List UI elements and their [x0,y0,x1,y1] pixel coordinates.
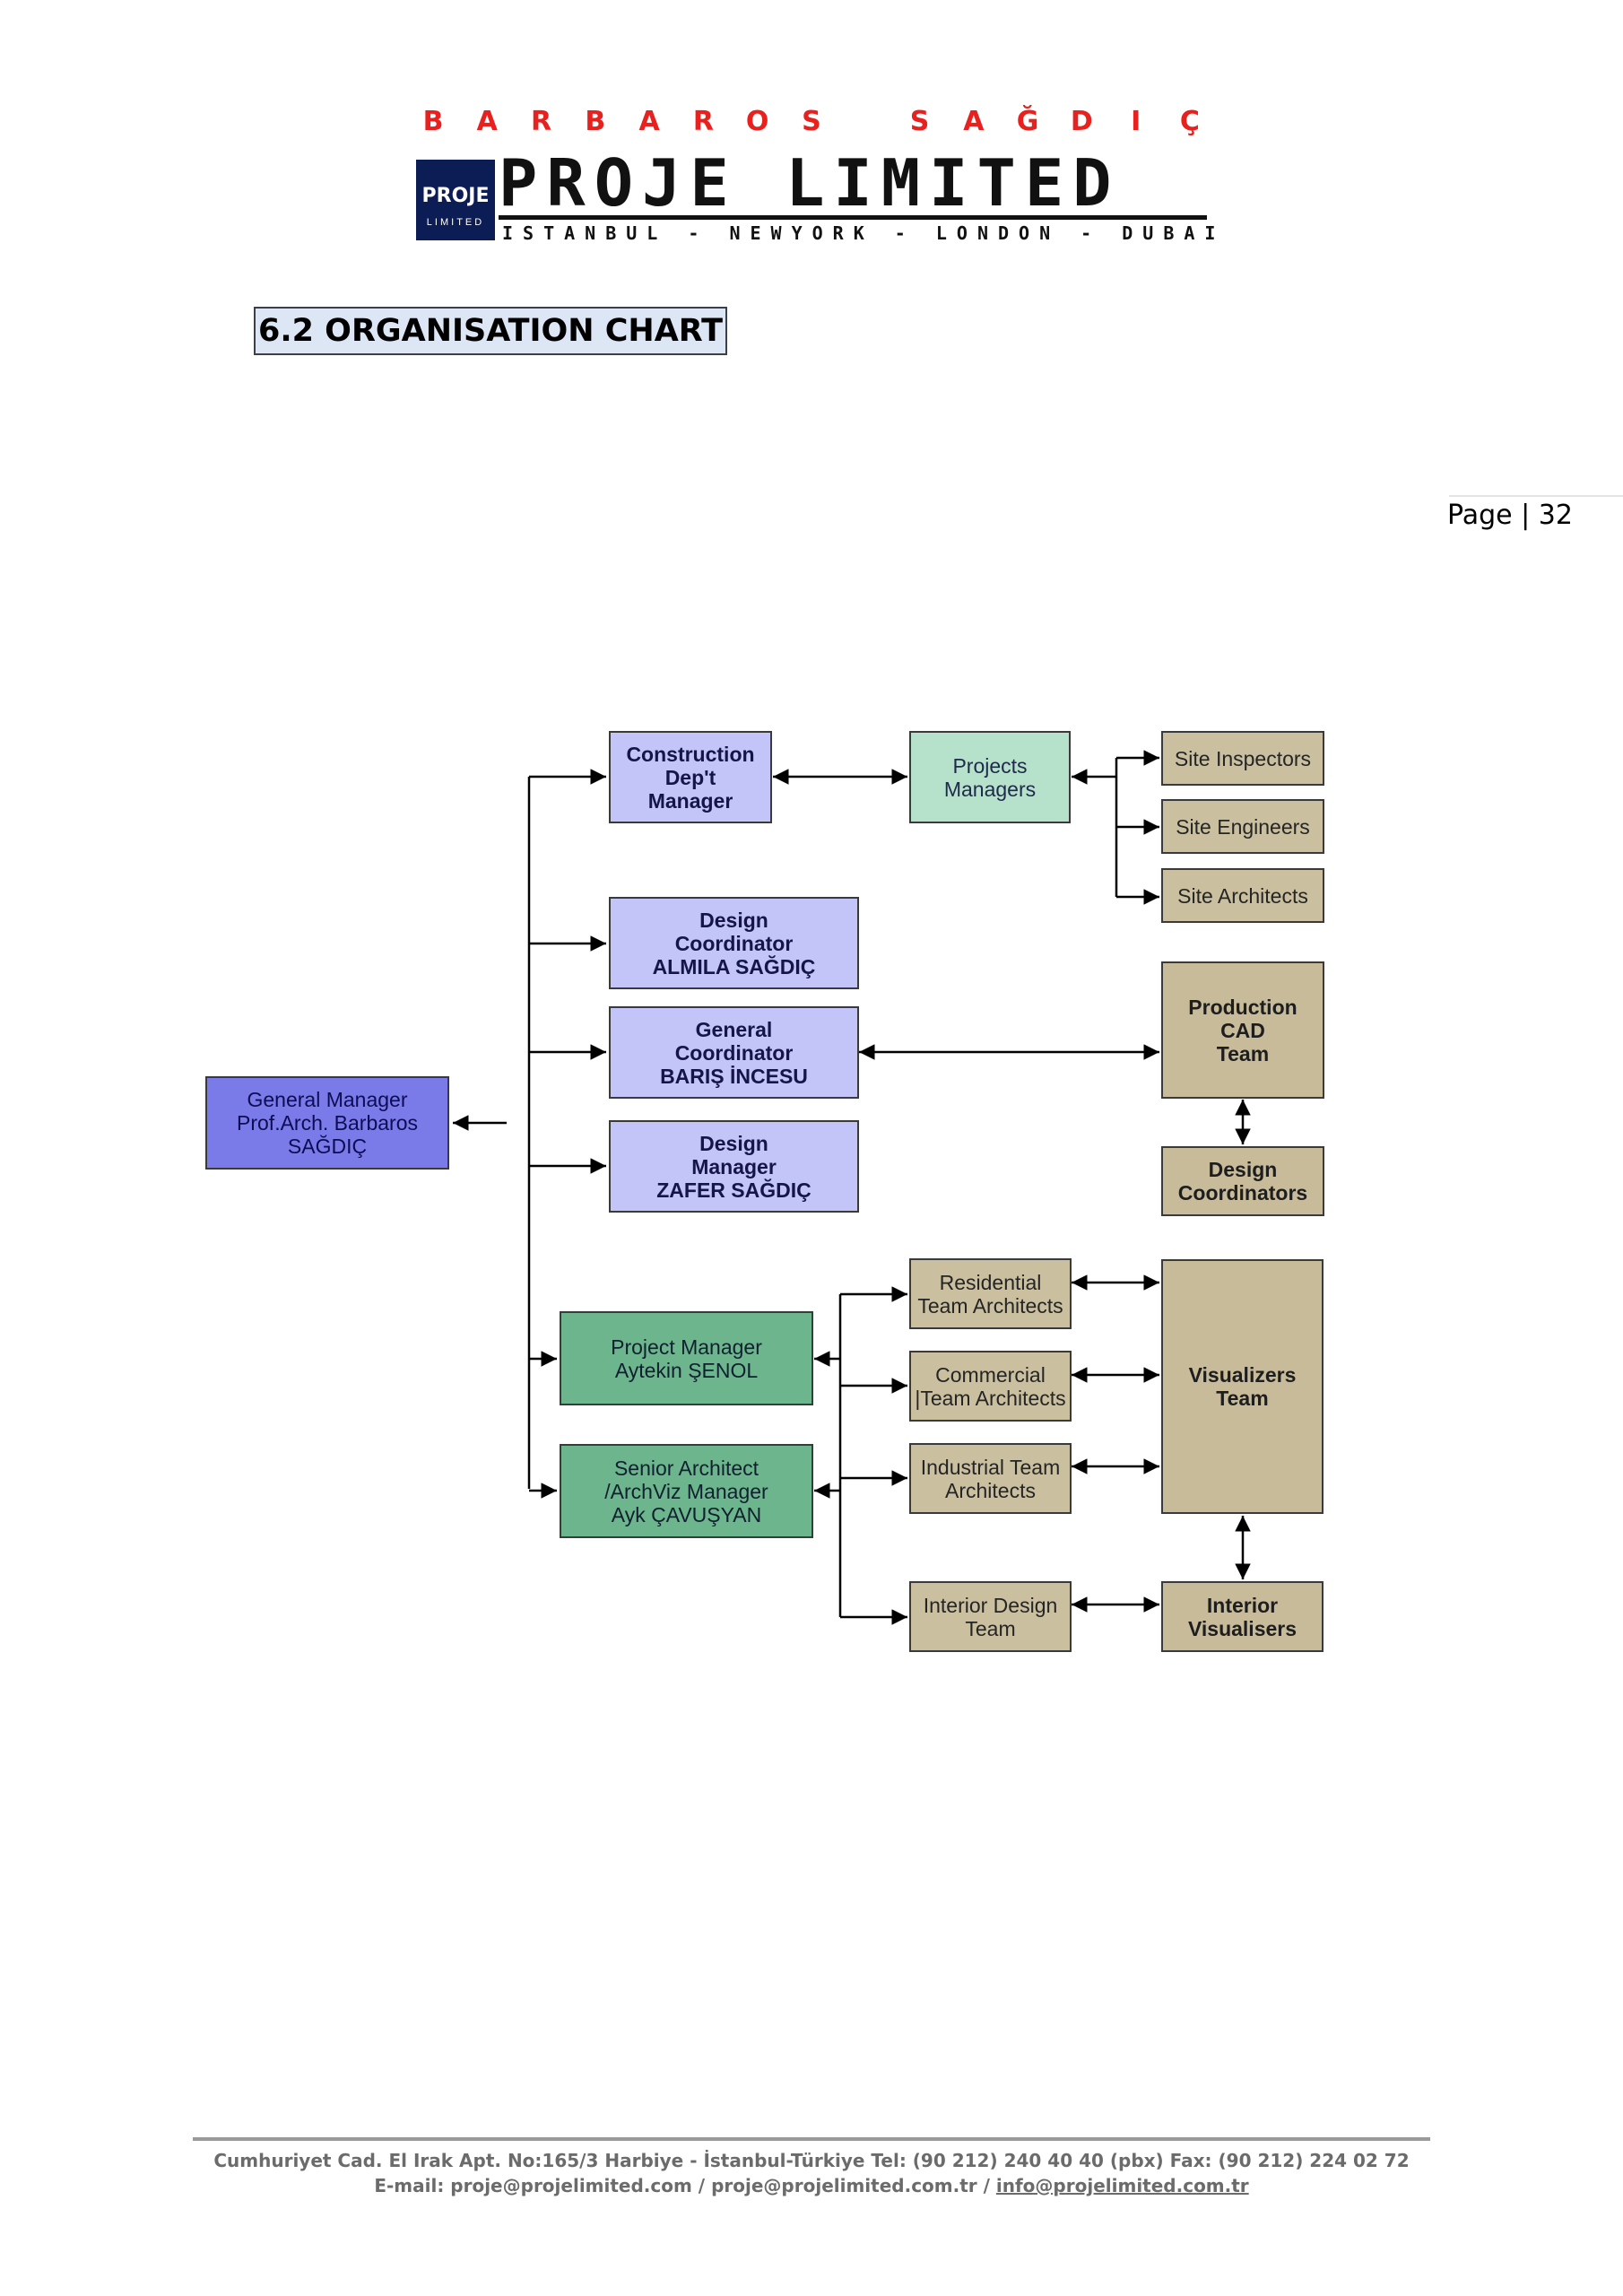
brand-letter: I [1131,106,1141,137]
footer-rule [193,2137,1430,2141]
brand-letter: B [585,106,606,137]
box-project-manager: Project Manager Aytekin ŞENOL [560,1311,813,1405]
box-site-architects: Site Architects [1161,868,1324,923]
company-cities: ISTANBUL - NEWYORK - LONDON - DUBAI [502,222,1226,244]
brand-letter: B [422,106,444,137]
brand-letter: A [476,106,498,137]
brand-letter: S [909,106,930,137]
box-residential-team: Residential Team Architects [909,1258,1072,1329]
box-visualizers-team: Visualizers Team [1161,1259,1324,1514]
brand-letter: S [802,106,821,137]
brand-letter: Ğ [1016,106,1039,137]
box-general-coordinator: General Coordinator BARIŞ İNCESU [609,1006,859,1099]
brand-letter: A [963,106,985,137]
box-site-engineers: Site Engineers [1161,799,1324,854]
box-site-inspectors: Site Inspectors [1161,731,1324,786]
box-construction-manager: Construction Dep't Manager [609,731,772,823]
logo-badge: PROJE LIMITED [416,160,495,240]
footer-email-link[interactable]: info@projelimited.com.tr [995,2175,1249,2196]
box-general-manager: General Manager Prof.Arch. Barbaros SAĞD… [205,1076,449,1170]
box-senior-architect: Senior Architect /ArchViz Manager Ayk ÇA… [560,1444,813,1538]
brand-letter: D [1070,106,1093,137]
brand-letter: R [531,106,552,137]
logo-badge-line2: LIMITED [426,217,485,228]
brand-letter: R [692,106,714,137]
box-design-manager: Design Manager ZAFER SAĞDIÇ [609,1120,859,1213]
brand-letter: Ç [1179,106,1200,137]
brand-letter: O [745,106,769,137]
section-title: 6.2 ORGANISATION CHART [254,307,728,355]
box-design-coordinators: Design Coordinators [1161,1146,1324,1216]
page-number-rule [1449,495,1623,497]
footer-emails: E-mail: proje@projelimited.com / proje@p… [0,2175,1623,2196]
footer-email-list: E-mail: proje@projelimited.com / proje@p… [374,2175,996,2196]
logo-divider [499,215,1207,220]
box-industrial-team: Industrial Team Architects [909,1443,1072,1514]
brand-letter: A [638,106,660,137]
footer-address: Cumhuriyet Cad. El Irak Apt. No:165/3 Ha… [213,2150,1410,2171]
box-design-coordinator: Design Coordinator ALMILA SAĞDIÇ [609,897,859,989]
logo-badge-line1: PROJE [421,185,490,207]
company-name: PROJE LIMITED [499,145,1121,221]
page-number: Page | 32 [1447,500,1573,531]
box-projects-managers: Projects Managers [909,731,1071,823]
box-production-cad: Production CAD Team [1161,961,1324,1099]
box-interior-visualisers: Interior Visualisers [1161,1581,1324,1652]
box-interior-design-team: Interior Design Team [909,1581,1072,1652]
box-commercial-team: Commercial |Team Architects [909,1351,1072,1422]
brand-name-letters: B A R B A R O S S A Ğ D I Ç [417,106,1206,142]
